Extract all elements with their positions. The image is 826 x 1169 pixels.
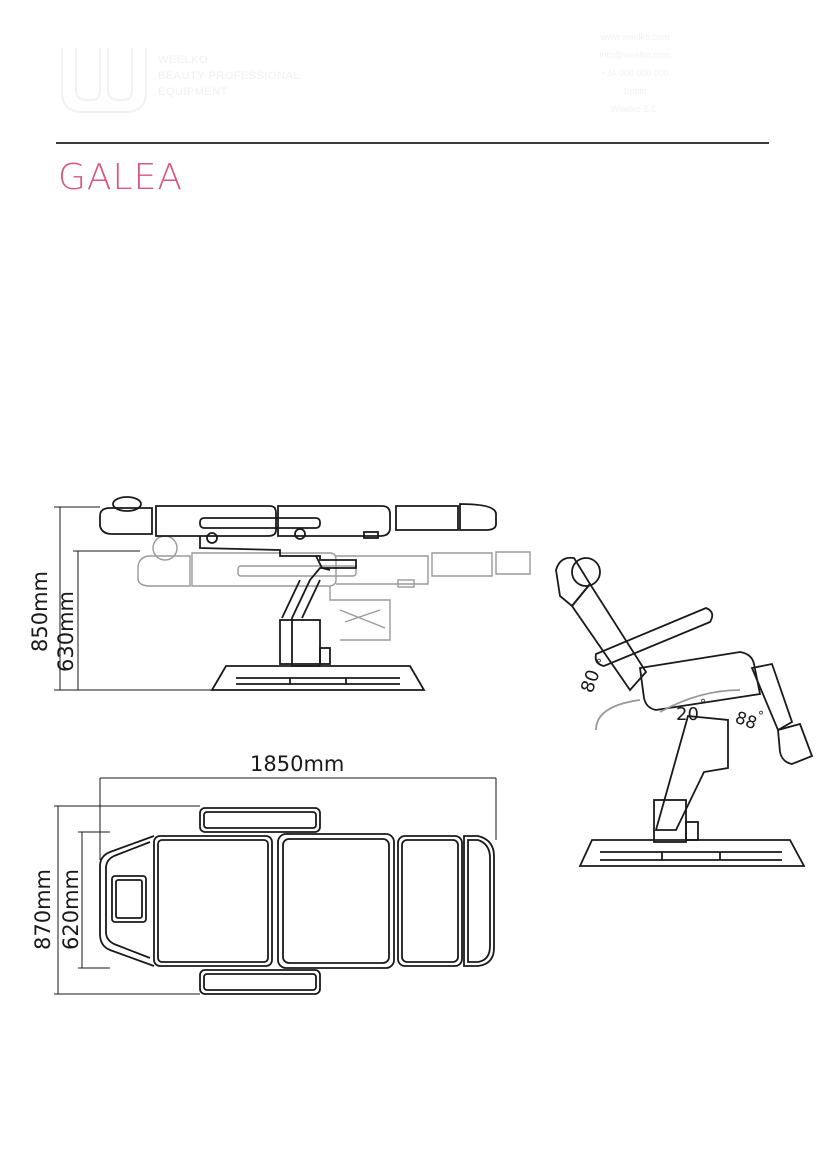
side-height-label: 850mm <box>28 571 52 652</box>
top-view-dimensions <box>54 777 497 995</box>
header-divider <box>56 142 769 144</box>
brand-logo: WEELKO BEAUTY PROFESSIONAL EQUIPMENT <box>56 40 299 120</box>
contact-line: www.weelko.com <box>600 32 670 42</box>
legrest-angle-label: 88 <box>732 708 759 734</box>
legrest-angle-value: 88 <box>732 708 759 734</box>
product-title: GALEA <box>58 157 183 198</box>
contact-line: Spain <box>623 86 647 96</box>
logo-tagline-1: WEELKO <box>158 54 209 66</box>
contact-line: info@weelko.com <box>599 50 671 60</box>
contact-line: Weelko S.L. <box>610 104 660 114</box>
seat-degree-symbol: ° <box>700 697 706 711</box>
legrest-degree-symbol: ° <box>758 709 764 723</box>
backrest-angle-value: 80 <box>577 667 605 696</box>
backrest-angle-label: 80 <box>577 667 605 696</box>
top-width-label: 870mm <box>31 869 55 950</box>
logo-mark <box>61 48 147 113</box>
logo-tagline-3: EQUIPMENT <box>158 86 228 98</box>
top-length-label: 1850mm <box>250 752 344 776</box>
backrest-degree-symbol: ° <box>596 657 602 671</box>
side-view-raised <box>99 496 497 691</box>
top-view-chair <box>99 807 495 995</box>
side-seat-height-label: 630mm <box>54 591 78 672</box>
contact-line: +34 000 000 000 <box>601 68 669 78</box>
side-view-dimensions <box>54 506 215 691</box>
top-seat-width-label: 620mm <box>59 869 83 950</box>
reclined-view-chair <box>555 556 814 867</box>
side-view-lowered-ghost <box>137 535 531 641</box>
contact-block: www.weelko.com info@weelko.com +34 000 0… <box>560 28 710 123</box>
seat-angle-value: 20 <box>676 704 699 725</box>
logo-tagline-2: BEAUTY PROFESSIONAL <box>158 70 300 82</box>
